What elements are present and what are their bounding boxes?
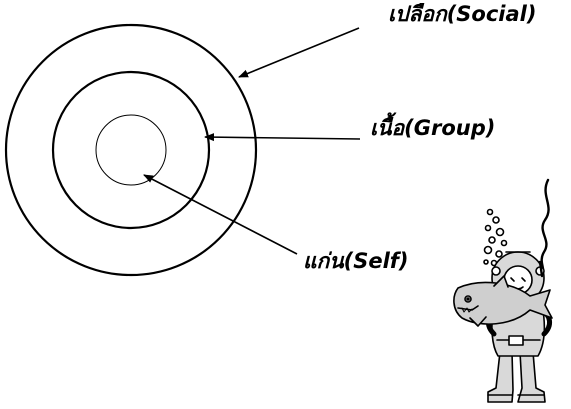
arrow-group: [204, 133, 361, 142]
middle-circle-group: [51, 70, 211, 230]
arrow-social: [238, 27, 360, 78]
label-group: เนื้อ(Group): [370, 116, 496, 140]
label-self: แก่น(Self): [303, 249, 409, 273]
arrow-self: [143, 174, 298, 255]
scuba-diver-holding-fish-icon: [453, 178, 553, 403]
outer-circle-social: [4, 23, 258, 277]
label-social: เปลือก(Social): [388, 2, 537, 26]
inner-circle-self: [95, 114, 167, 186]
